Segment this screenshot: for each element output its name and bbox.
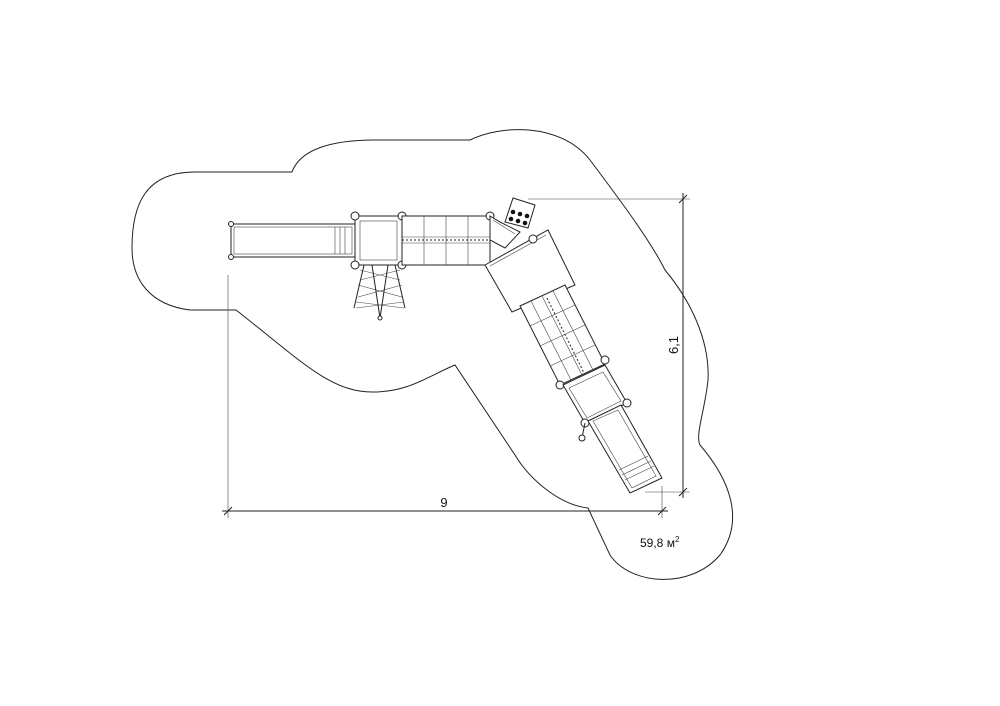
game-panel [504,197,536,229]
left-tower-deck [350,211,407,270]
depth-dimension: 6,1 [528,193,690,498]
left-slide [228,221,356,260]
width-label: 9 [440,495,447,510]
depth-label: 6,1 [666,336,681,354]
lower-tower-deck [562,364,632,442]
connector-panel [489,215,521,249]
horizontal-bridge [401,211,495,266]
area-value: 59,8 м [640,536,675,550]
rope-net-ladder [353,264,406,321]
safety-zone-outline [131,129,734,580]
lower-slide [587,404,663,494]
area-unit-superscript: 2 [675,535,680,544]
width-dimension: 9 [222,275,668,518]
area-label: 59,8 м2 [640,535,680,550]
angled-bridge [519,284,610,390]
